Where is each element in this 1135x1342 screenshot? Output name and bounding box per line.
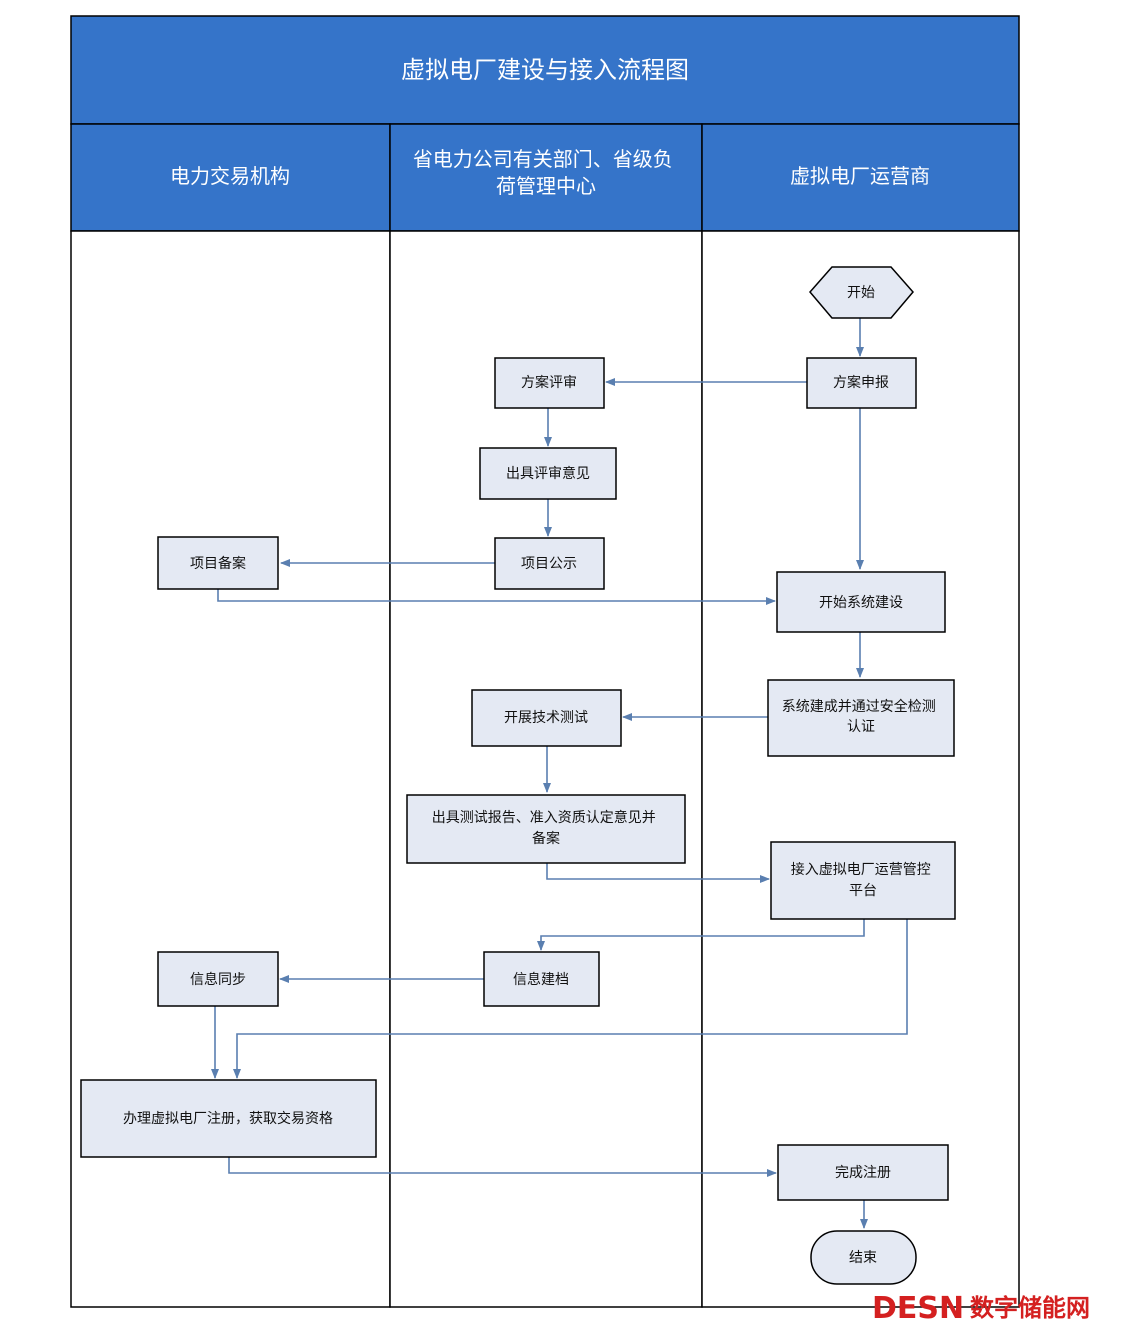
arrow-platform-to-archive [537, 919, 865, 951]
arrow-report-to-platform [546, 863, 770, 883]
title-band [70, 15, 1020, 125]
node-project-publicity-label: 项目公示 [521, 556, 577, 572]
node-scheme-review [494, 357, 605, 409]
lane-label-trading: 电力交易机构 [170, 164, 290, 188]
watermark-brand: DESN [872, 1291, 964, 1326]
lane-header-operator [701, 123, 1020, 232]
node-registration [80, 1079, 377, 1158]
node-info-sync [157, 951, 279, 1007]
node-scheme-report [806, 357, 917, 409]
lane-body-power-company [389, 230, 703, 1308]
chart-title: 虚拟电厂建设与接入流程图 [401, 56, 689, 84]
arrow-platform-to-registration [233, 919, 908, 1079]
node-test-report-label: 出具测试报告、准入资质认定意见并 备案 [432, 809, 660, 847]
node-project-publicity [494, 537, 605, 590]
arrow-filing-to-construction [217, 589, 776, 605]
node-scheme-review-label: 方案评审 [521, 374, 577, 391]
node-test-report [406, 794, 686, 864]
node-project-filing-label: 项目备案 [190, 555, 246, 572]
node-complete-registration-label: 完成注册 [835, 1165, 891, 1181]
node-start-construction-label: 开始系统建设 [819, 595, 903, 611]
node-end-label: 结束 [849, 1250, 877, 1266]
lane-header-power-company [389, 123, 703, 232]
node-tech-test [471, 689, 622, 747]
node-tech-test-label: 开展技术测试 [504, 710, 588, 726]
node-construction-done [767, 679, 955, 757]
node-review-opinion [479, 447, 617, 500]
node-complete-registration [777, 1144, 949, 1201]
connectors [211, 318, 908, 1229]
node-project-filing [157, 536, 279, 590]
node-platform-access [770, 841, 956, 920]
watermark-site: 数字储能网 [970, 1294, 1090, 1322]
arrow-registration-to-complete [228, 1157, 777, 1177]
node-platform-access-label: 接入虚拟电厂运营管控 平台 [791, 861, 935, 899]
node-construction-done-label: 系统建成并通过安全检测 认证 [782, 698, 940, 735]
lane-label-operator: 虚拟电厂运营商 [790, 164, 930, 188]
node-end [810, 1230, 917, 1285]
node-info-sync-label: 信息同步 [190, 971, 246, 988]
node-info-archive [483, 951, 600, 1007]
node-info-archive-label: 信息建档 [513, 971, 569, 988]
node-review-opinion-label: 出具评审意见 [506, 465, 590, 482]
lane-header-trading [70, 123, 391, 232]
node-start-label: 开始 [847, 285, 875, 301]
watermark: DESN 数字储能网 [872, 1291, 1090, 1326]
node-registration-label: 办理虚拟电厂注册，获取交易资格 [123, 1110, 333, 1127]
node-scheme-report-label: 方案申报 [833, 374, 889, 391]
node-start [809, 266, 914, 319]
node-start-construction [776, 571, 946, 633]
lane-label-power-company: 省电力公司有关部门、省级负 荷管理中心 [413, 147, 679, 198]
